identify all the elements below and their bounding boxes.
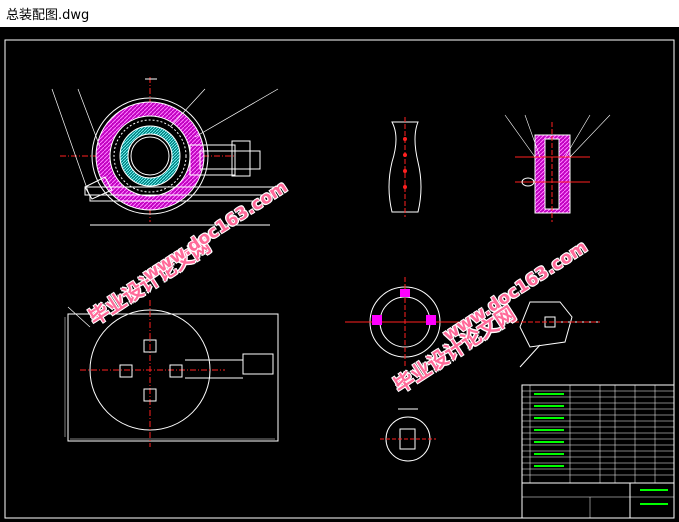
title-block	[521, 384, 675, 519]
drawing-border	[4, 39, 675, 519]
main-view	[51, 77, 279, 226]
cad-drawing	[4, 39, 675, 519]
section-detail	[388, 117, 422, 217]
small-circle-detail	[380, 408, 436, 462]
title-bar: 总装配图.dwg	[0, 0, 679, 28]
middle-round-view	[345, 277, 465, 367]
window-title: 总装配图.dwg	[6, 8, 90, 23]
small-right-view	[500, 301, 600, 368]
plan-view	[64, 300, 279, 447]
right-detail	[504, 114, 611, 222]
drawing-canvas[interactable]: 毕业设计论文网 www.doc163.com 毕业设计论文网 www.doc16…	[0, 27, 679, 522]
